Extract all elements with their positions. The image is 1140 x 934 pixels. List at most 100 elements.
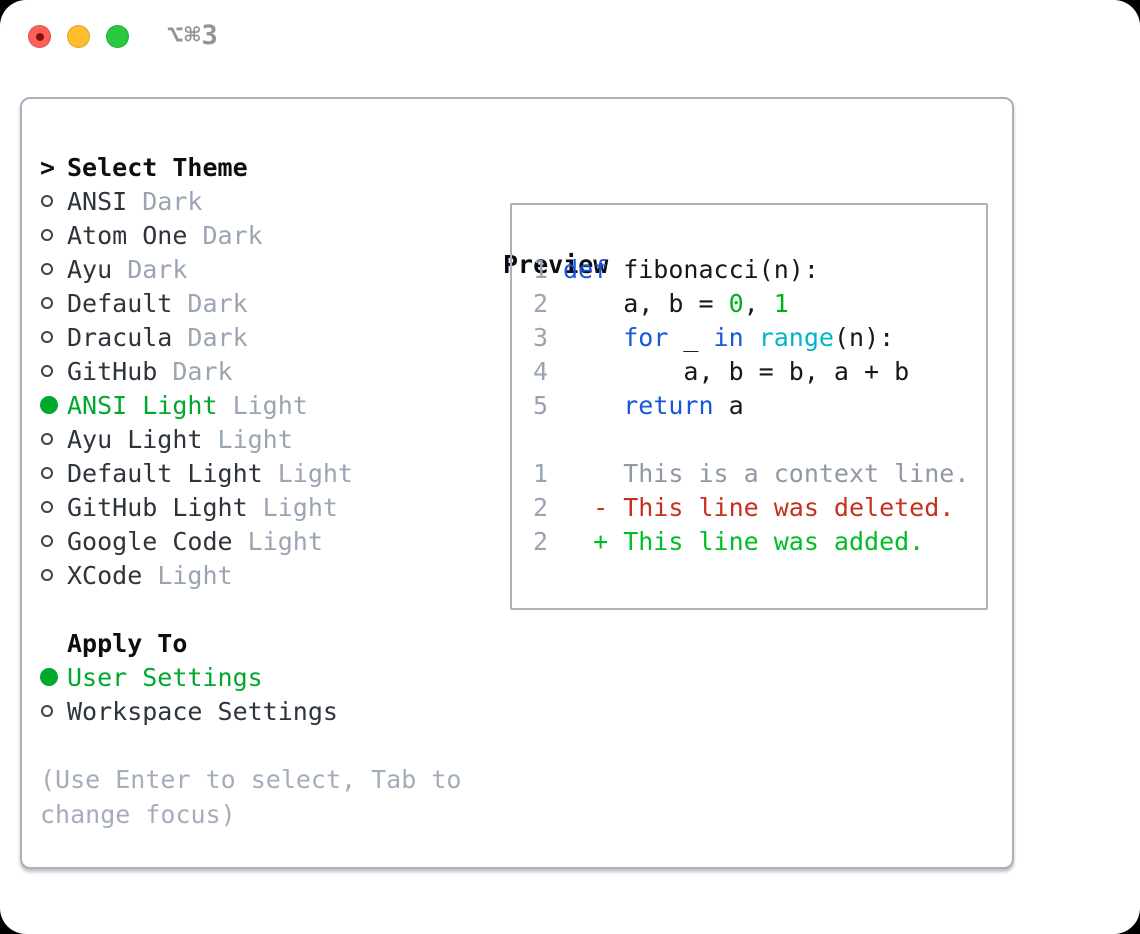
theme-option-ayu[interactable]: Ayu Dark bbox=[40, 252, 480, 286]
spacer bbox=[40, 592, 480, 626]
line-number: 1 bbox=[533, 458, 549, 488]
code-token-plain: _ bbox=[668, 322, 714, 352]
code-token-plain: fibonacci(n): bbox=[608, 254, 819, 284]
theme-variant-tag: Dark bbox=[157, 356, 233, 386]
theme-option-label: Google Code Light bbox=[67, 526, 323, 556]
apply-option-label: Workspace Settings bbox=[67, 696, 338, 726]
theme-option-label: GitHub Light Light bbox=[67, 492, 338, 522]
theme-variant-tag: Light bbox=[232, 526, 323, 556]
radio-selected-icon bbox=[40, 668, 67, 686]
theme-option-default-light[interactable]: Default Light Light bbox=[40, 456, 480, 490]
code-token-fn: range bbox=[758, 322, 834, 352]
theme-option-github-light[interactable]: GitHub Light Light bbox=[40, 490, 480, 524]
context-diff-line: 1 This is a context line. bbox=[533, 456, 986, 490]
theme-option-default[interactable]: Default Dark bbox=[40, 286, 480, 320]
theme-option-label: ANSI Dark bbox=[67, 186, 203, 216]
theme-variant-tag: Light bbox=[247, 492, 338, 522]
theme-option-github[interactable]: GitHub Dark bbox=[40, 354, 480, 388]
theme-variant-tag: Light bbox=[202, 424, 293, 454]
theme-variant-tag: Dark bbox=[112, 254, 188, 284]
radio-icon bbox=[40, 195, 67, 207]
code-token-plain: (n): bbox=[833, 322, 895, 352]
focus-chevron-icon: > bbox=[40, 152, 56, 182]
code-token-plain bbox=[744, 323, 759, 352]
theme-variant-tag: Dark bbox=[187, 220, 263, 250]
code-line: 1 def fibonacci(n): bbox=[533, 252, 986, 286]
theme-variant-tag: Dark bbox=[172, 288, 248, 318]
usage-hint-line1: (Use Enter to select, Tab to bbox=[40, 765, 462, 794]
radio-icon bbox=[40, 365, 67, 377]
code-line: 4 a, b = b, a + b bbox=[533, 354, 986, 388]
window-shortcut-label: ⌥⌘3 bbox=[167, 20, 219, 51]
apply-to-header: Apply To bbox=[40, 626, 480, 660]
theme-option-ansi-light[interactable]: ANSI Light Light bbox=[40, 388, 480, 422]
radio-icon bbox=[40, 229, 67, 241]
theme-option-label: Default Dark bbox=[67, 288, 248, 318]
code-line: 5 return a bbox=[533, 388, 986, 422]
theme-option-label: Dracula Dark bbox=[67, 322, 248, 352]
theme-option-label: ANSI Light Light bbox=[67, 390, 308, 420]
apply-option-user-settings[interactable]: User Settings bbox=[40, 660, 480, 694]
line-number: 1 bbox=[533, 254, 549, 284]
theme-option-label: Ayu Dark bbox=[67, 254, 188, 284]
theme-option-google-code[interactable]: Google Code Light bbox=[40, 524, 480, 558]
code-token-plain: , bbox=[743, 288, 774, 318]
line-number: 2 bbox=[533, 288, 549, 318]
line-number: 2 bbox=[533, 492, 549, 522]
code-token-plain: a, b = bbox=[563, 288, 729, 318]
theme-option-atom-one[interactable]: Atom One Dark bbox=[40, 218, 480, 252]
code-token-plain bbox=[563, 391, 623, 420]
radio-icon bbox=[40, 263, 67, 275]
radio-icon bbox=[40, 467, 67, 479]
radio-icon bbox=[40, 433, 67, 445]
line-number: 3 bbox=[533, 322, 549, 352]
theme-option-ayu-light[interactable]: Ayu Light Light bbox=[40, 422, 480, 456]
theme-option-dracula[interactable]: Dracula Dark bbox=[40, 320, 480, 354]
deleted-diff-line: 2 - This line was deleted. bbox=[533, 490, 986, 524]
theme-option-label: XCode Light bbox=[67, 560, 233, 590]
code-token-add: + This line was added. bbox=[563, 526, 925, 556]
code-token-num: 1 bbox=[773, 288, 789, 318]
line-number: 2 bbox=[533, 526, 549, 556]
code-token-plain bbox=[563, 323, 623, 352]
code-token-kw: def bbox=[563, 254, 609, 284]
theme-option-ansi[interactable]: ANSI Dark bbox=[40, 184, 480, 218]
minimize-button[interactable] bbox=[67, 25, 90, 48]
apply-option-workspace-settings[interactable]: Workspace Settings bbox=[40, 694, 480, 728]
apply-option-label: User Settings bbox=[67, 662, 263, 692]
theme-option-label: Ayu Light Light bbox=[67, 424, 293, 454]
code-token-plain: a, b = b, a + b bbox=[563, 356, 910, 386]
apply-to-title: Apply To bbox=[67, 628, 188, 658]
radio-icon bbox=[40, 535, 67, 547]
code-token-num: 0 bbox=[728, 288, 744, 318]
radio-icon bbox=[40, 331, 67, 343]
radio-icon bbox=[40, 705, 67, 717]
code-line: 3 for _ in range(n): bbox=[533, 320, 986, 354]
theme-variant-tag: Light bbox=[142, 560, 233, 590]
added-diff-line: 2 + This line was added. bbox=[533, 524, 986, 558]
usage-hint-line2: change focus) bbox=[40, 800, 236, 829]
line-number: 4 bbox=[533, 356, 549, 386]
titlebar: ⌥⌘3 bbox=[0, 0, 1140, 72]
theme-picker-title: Select Theme bbox=[67, 152, 248, 182]
close-button[interactable] bbox=[28, 25, 51, 48]
theme-option-label: Atom One Dark bbox=[67, 220, 263, 250]
theme-option-label: GitHub Dark bbox=[67, 356, 233, 386]
theme-option-label: Default Light Light bbox=[67, 458, 353, 488]
preview-title: Preview bbox=[503, 249, 609, 279]
code-line: 2 a, b = 0, 1 bbox=[533, 286, 986, 320]
theme-variant-tag: Light bbox=[217, 390, 308, 420]
radio-icon bbox=[40, 569, 67, 581]
theme-option-xcode[interactable]: XCode Light bbox=[40, 558, 480, 592]
zoom-button[interactable] bbox=[106, 25, 129, 48]
radio-icon bbox=[40, 501, 67, 513]
radio-icon bbox=[40, 297, 67, 309]
line-number: 5 bbox=[533, 390, 549, 420]
theme-variant-tag: Dark bbox=[172, 322, 248, 352]
